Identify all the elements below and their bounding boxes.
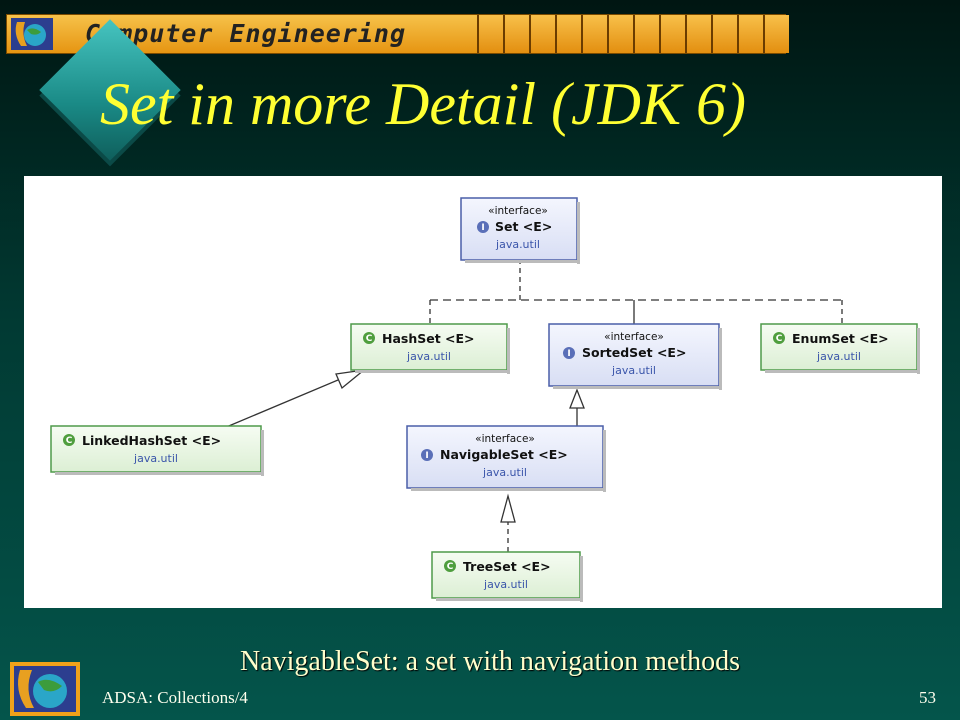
uml-diagram: «interface» I Set <E> java.util C HashSe…: [50, 197, 920, 602]
set-package: java.util: [495, 238, 540, 251]
class-icon: [63, 434, 75, 446]
arrowhead-sortedset: [569, 388, 585, 409]
linkedhashset-package: java.util: [133, 452, 178, 465]
banner-cell: [633, 15, 659, 53]
set-name: Set <E>: [495, 219, 552, 234]
class-icon: [363, 332, 375, 344]
uml-node-linkedhashset: C LinkedHashSet <E> java.util: [50, 425, 264, 476]
interface-icon-letter: I: [567, 349, 570, 359]
banner-cell: [763, 15, 789, 53]
uml-node-sortedset: «interface» I SortedSet <E> java.util: [548, 323, 722, 390]
arrowhead-hashset: [335, 369, 367, 390]
uml-node-treeset: C TreeSet <E> java.util: [431, 551, 583, 602]
banner-cell: [711, 15, 737, 53]
globe-logo-icon: [11, 18, 53, 50]
uml-node-hashset: C HashSet <E> java.util: [350, 323, 510, 374]
slide-title: Set in more Detail (JDK 6): [100, 71, 746, 137]
interface-icon-letter: I: [481, 223, 484, 233]
banner-title-area: Computer Engineering: [7, 15, 477, 53]
class-icon-letter: C: [776, 334, 783, 344]
banner-cell: [477, 15, 503, 53]
interface-icon: [563, 347, 575, 359]
class-icon-letter: C: [447, 562, 454, 572]
sortedset-package: java.util: [611, 364, 656, 377]
class-icon: [444, 560, 456, 572]
banner-cell: [529, 15, 555, 53]
enumset-package: java.util: [816, 350, 861, 363]
set-stereotype: «interface»: [488, 205, 548, 217]
footer-globe-logo-icon: [10, 662, 80, 716]
extends-edge-linkedhashset: [223, 379, 339, 429]
page-number: 53: [919, 688, 936, 707]
interface-icon: [477, 221, 489, 233]
enumset-name: EnumSet <E>: [792, 331, 889, 346]
class-icon: [773, 332, 785, 344]
uml-node-set: «interface» I Set <E> java.util: [460, 197, 580, 264]
slide-caption: NavigableSet: a set with navigation meth…: [239, 646, 740, 677]
banner-cell: [737, 15, 763, 53]
banner-cell: [685, 15, 711, 53]
uml-diagram-panel: «interface» I Set <E> java.util C HashSe…: [24, 176, 942, 608]
footer-course: ADSA: Collections/4: [102, 688, 248, 707]
banner-cell: [659, 15, 685, 53]
banner-cell: [581, 15, 607, 53]
hashset-package: java.util: [406, 350, 451, 363]
hashset-name: HashSet <E>: [382, 331, 475, 346]
interface-icon: [421, 449, 433, 461]
class-icon-letter: C: [366, 334, 373, 344]
linkedhashset-name: LinkedHashSet <E>: [82, 433, 221, 448]
uml-node-navigableset: «interface» I NavigableSet <E> java.util: [406, 425, 606, 492]
arrowhead-navigableset: [500, 493, 516, 523]
banner-cells: [477, 15, 789, 53]
sortedset-name: SortedSet <E>: [582, 345, 686, 360]
navigableset-name: NavigableSet <E>: [440, 447, 568, 462]
uml-connectors: [223, 262, 843, 552]
banner-cell: [555, 15, 581, 53]
navigableset-stereotype: «interface»: [475, 433, 535, 445]
treeset-package: java.util: [483, 578, 528, 591]
uml-node-enumset: C EnumSet <E> java.util: [760, 323, 920, 374]
banner-title: Computer Engineering: [85, 19, 407, 48]
navigableset-package: java.util: [482, 466, 527, 479]
banner-cell: [503, 15, 529, 53]
class-icon-letter: C: [66, 436, 73, 446]
banner-cell: [607, 15, 633, 53]
treeset-name: TreeSet <E>: [463, 559, 551, 574]
sortedset-stereotype: «interface»: [604, 331, 664, 343]
interface-icon-letter: I: [425, 451, 428, 461]
